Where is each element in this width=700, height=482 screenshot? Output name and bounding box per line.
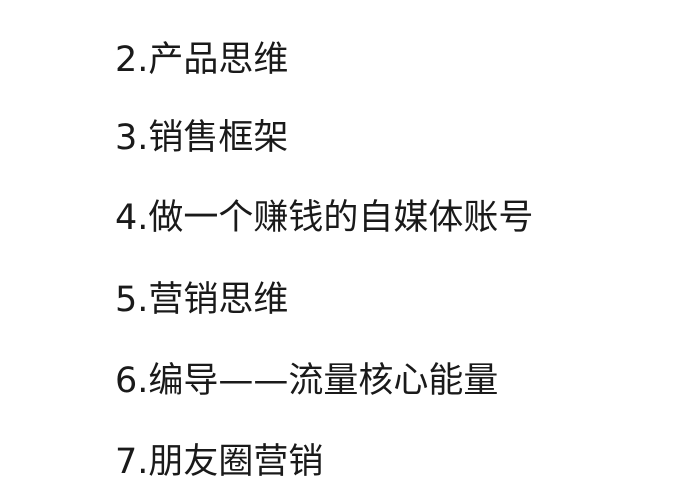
list-item: 3.销售框架 <box>115 118 289 158</box>
list-item: 5.营销思维 <box>115 280 289 320</box>
list-item: 4.做一个赚钱的自媒体账号 <box>115 198 534 238</box>
list-item: 7.朋友圈营销 <box>115 442 324 482</box>
list-item: 6.编导——流量核心能量 <box>115 361 499 401</box>
list-item: 2.产品思维 <box>115 40 289 80</box>
